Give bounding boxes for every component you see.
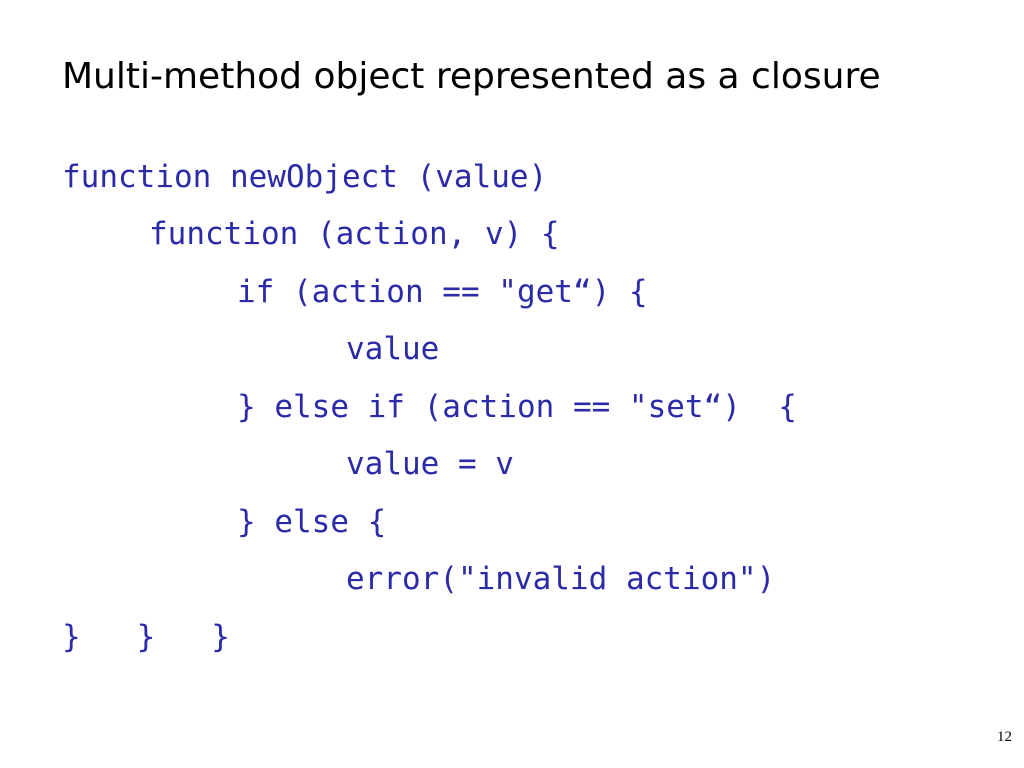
code-line: } } }	[62, 618, 230, 655]
slide-title: Multi-method object represented as a clo…	[62, 56, 881, 97]
code-line: error("invalid action")	[346, 561, 776, 598]
code-line: function newObject (value)	[62, 158, 548, 195]
page-number: 12	[997, 729, 1012, 745]
code-line: value = v	[346, 446, 514, 483]
code-line: } else if (action == "set“) {	[237, 388, 797, 425]
code-line: function (action, v) {	[149, 216, 560, 253]
code-block: function newObject (value) function (act…	[62, 148, 797, 666]
code-line: if (action == "get“) {	[237, 273, 648, 310]
code-line: } else {	[237, 503, 387, 540]
code-line: value	[346, 331, 440, 368]
